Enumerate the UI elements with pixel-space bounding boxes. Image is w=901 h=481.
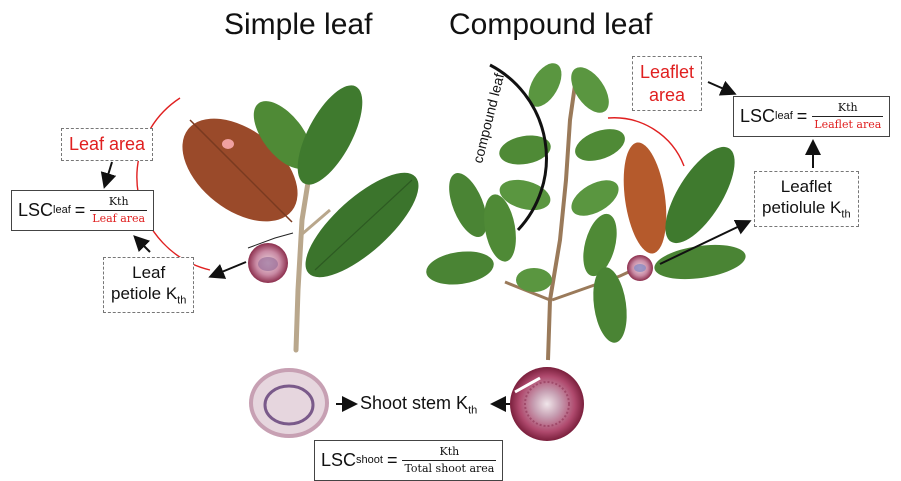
- leaf-petiole-label: Leaf petiole Kth: [103, 257, 194, 313]
- heading-compound-leaf: Compound leaf: [449, 8, 652, 42]
- formula-numerator: Kth: [836, 101, 860, 116]
- formula-numerator: Kth: [438, 445, 462, 460]
- formula-denominator: Total shoot area: [402, 460, 496, 476]
- arrow-petiole-to-formula: [136, 238, 150, 252]
- leaflet-petiolule-label: Leaflet petiolule Kth: [754, 171, 859, 227]
- arrow-section-to-petiole-label: [212, 262, 246, 276]
- formula-lhs: LSC: [18, 200, 53, 221]
- leaflet-area-line2: area: [640, 84, 694, 107]
- formula-sub: leaf: [775, 110, 793, 122]
- compound-brown-leaflet: [617, 140, 672, 256]
- compound-stem-section: [510, 367, 584, 441]
- formula-lhs: LSC: [321, 450, 356, 471]
- leaf-area-text: Leaf area: [69, 134, 145, 154]
- formula-denominator: Leaflet area: [812, 116, 883, 132]
- formula-eq: =: [75, 200, 86, 221]
- formula-denominator: Leaf area: [90, 210, 147, 226]
- shoot-stem-label: Shoot stem Kth: [360, 393, 477, 417]
- leaflet-petiolule-line1: Leaflet: [762, 176, 851, 197]
- leaflet-area-line1: Leaflet: [640, 61, 694, 84]
- leaf-area-label: Leaf area: [61, 128, 153, 161]
- formula-eq: =: [797, 106, 808, 127]
- leaflet-area-label: Leaflet area: [632, 56, 702, 111]
- leaflet-petiolule-line2: petiolule Kth: [762, 197, 851, 222]
- arrow-leaflet-area-to-formula: [708, 82, 733, 93]
- heading-simple-leaf: Simple leaf: [224, 8, 372, 42]
- formula-fraction: Kth Leaf area: [90, 195, 147, 226]
- arrow-leaf-area-to-formula: [105, 162, 112, 185]
- leaf-petiole-line1: Leaf: [111, 262, 186, 283]
- formula-sub: shoot: [356, 454, 383, 466]
- formula-eq: =: [387, 450, 398, 471]
- formula-sub: leaf: [53, 204, 71, 216]
- formula-fraction: Kth Total shoot area: [402, 445, 496, 476]
- leaf-petiole-line2: petiole Kth: [111, 283, 186, 308]
- formula-numerator: Kth: [107, 195, 131, 210]
- formula-lhs: LSC: [740, 106, 775, 127]
- formula-fraction: Kth Leaflet area: [812, 101, 883, 132]
